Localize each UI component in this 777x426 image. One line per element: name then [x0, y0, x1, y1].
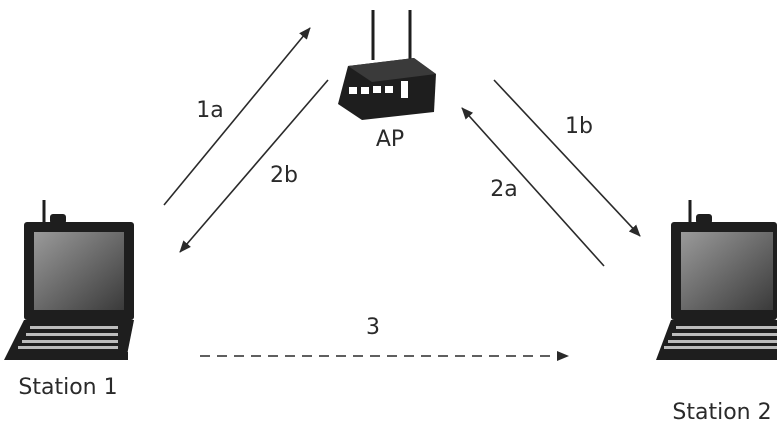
arrow-2b: [179, 79, 329, 253]
access-point-icon: [338, 10, 436, 120]
arrow-1a: [163, 27, 311, 206]
station1-label: Station 1: [18, 375, 117, 400]
label-1b: 1b: [565, 114, 593, 139]
label-2b: 2b: [270, 163, 298, 188]
arrow-2a: [461, 107, 605, 267]
label-3: 3: [366, 315, 380, 340]
ap-label: AP: [376, 127, 404, 152]
label-1a: 1a: [196, 98, 223, 123]
arrow-1b: [493, 79, 641, 237]
station2-label: Station 2: [672, 400, 771, 425]
label-2a: 2a: [490, 177, 517, 202]
station1-laptop-icon: [4, 200, 134, 360]
station2-laptop-icon: [656, 200, 777, 360]
